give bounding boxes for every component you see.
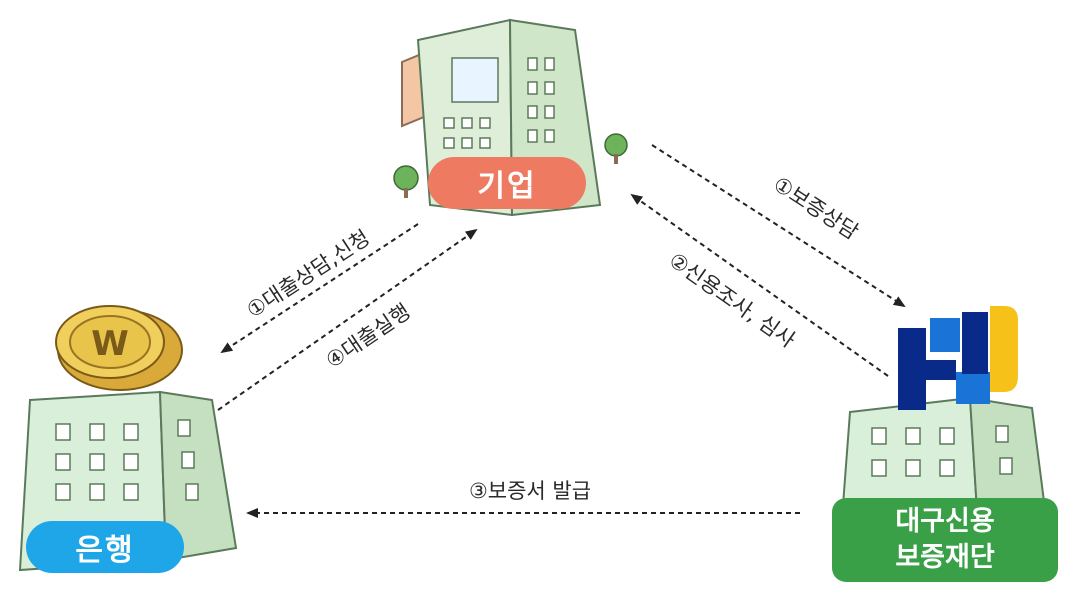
- bank-logo-letter: W: [91, 324, 129, 364]
- foundation-label-line2: 보증재단: [895, 542, 995, 573]
- foundation-label-line1: 대구신용: [895, 506, 995, 537]
- edge-label-guarantee-consult: ①보증상담: [769, 172, 863, 244]
- edge-label-loan-consult: ①대출상담,신청: [242, 226, 374, 323]
- edge-guarantee-issue: ③보증서 발급: [246, 479, 800, 518]
- foundation-badge: 대구신용 보증재단: [832, 498, 1058, 582]
- bank-label: 은행: [75, 533, 135, 568]
- company-label: 기업: [477, 169, 537, 204]
- foundation-logo: [898, 306, 1018, 410]
- edge-label-guarantee-issue: ③보증서 발급: [469, 479, 591, 503]
- bank-building-illustration: W: [18, 305, 238, 572]
- company-badge: 기업: [428, 157, 586, 209]
- edge-label-credit-review: ②신용조사, 심사: [664, 248, 799, 353]
- bank-badge: 은행: [26, 521, 184, 573]
- edge-label-loan-exec: ④대출실행: [322, 299, 415, 373]
